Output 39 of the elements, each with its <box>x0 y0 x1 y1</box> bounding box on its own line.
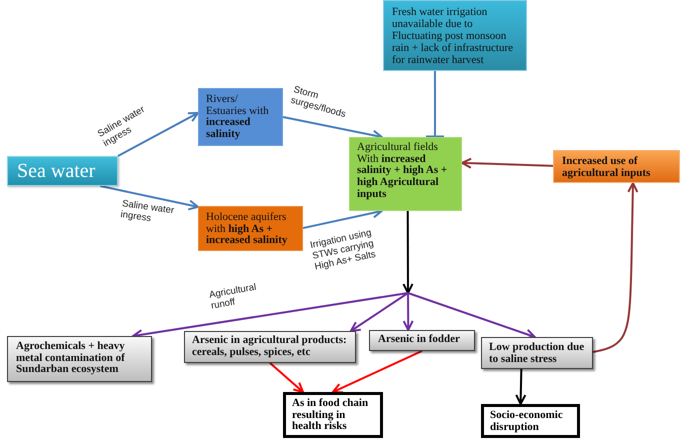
impact-box <box>7 336 152 382</box>
arrow <box>515 368 526 405</box>
arrow <box>402 211 414 294</box>
arrow <box>408 292 536 340</box>
process-box <box>198 88 283 146</box>
condition-box <box>383 0 527 71</box>
box-label: Socio-economic disruption <box>490 410 564 434</box>
arrow <box>402 293 414 331</box>
edge-label: Agricultural runoff <box>208 282 258 312</box>
arrow <box>592 182 638 354</box>
edge-label: Saline water ingress <box>120 199 176 226</box>
box-label: Low production due to saline stress <box>489 342 585 366</box>
box-label: Increased use of agricultural inputs <box>562 156 652 180</box>
arrow <box>461 158 554 169</box>
process-box <box>349 137 462 211</box>
box-label: Rivers/ Estuaries with increased salinity <box>206 94 270 141</box>
box-label: Holocene aquifers with high As + increased salinity <box>206 212 288 248</box>
arrow <box>269 362 304 393</box>
box-label: Arsenic in fodder <box>378 334 461 346</box>
outcome-box <box>481 404 580 438</box>
box-label: Sea water <box>17 160 96 182</box>
box-label: Agricultural fields With increased salinity + high As + high Agricultural inputs <box>357 142 448 201</box>
arrow <box>118 112 199 157</box>
inhibition-line <box>424 71 446 138</box>
impact-box <box>481 337 593 369</box>
impact-box <box>369 330 475 351</box>
impact-box <box>184 331 356 363</box>
process-box <box>198 206 303 251</box>
process-box <box>553 150 680 183</box>
box-label: Agrochemicals + heavy metal contamination of Sundarban ecosystem <box>16 341 126 376</box>
arrow <box>100 185 199 210</box>
box-label: Arsenic in agricultural products: cereals, pulses, spices, etc <box>192 335 348 358</box>
box-label: As in food chain resulting in health risks <box>292 398 370 434</box>
arrow <box>332 350 422 394</box>
outcome-box <box>283 392 383 438</box>
arrow <box>350 292 409 332</box>
box-label: Fresh water irrigation unavailable due to Fluctuating post monsoon rain + lack of infrastructure for rainwater harvest <box>392 6 514 66</box>
edge-label: Irrigation using STWs carrying High As+ Salts <box>309 226 378 274</box>
source-box <box>7 156 118 186</box>
